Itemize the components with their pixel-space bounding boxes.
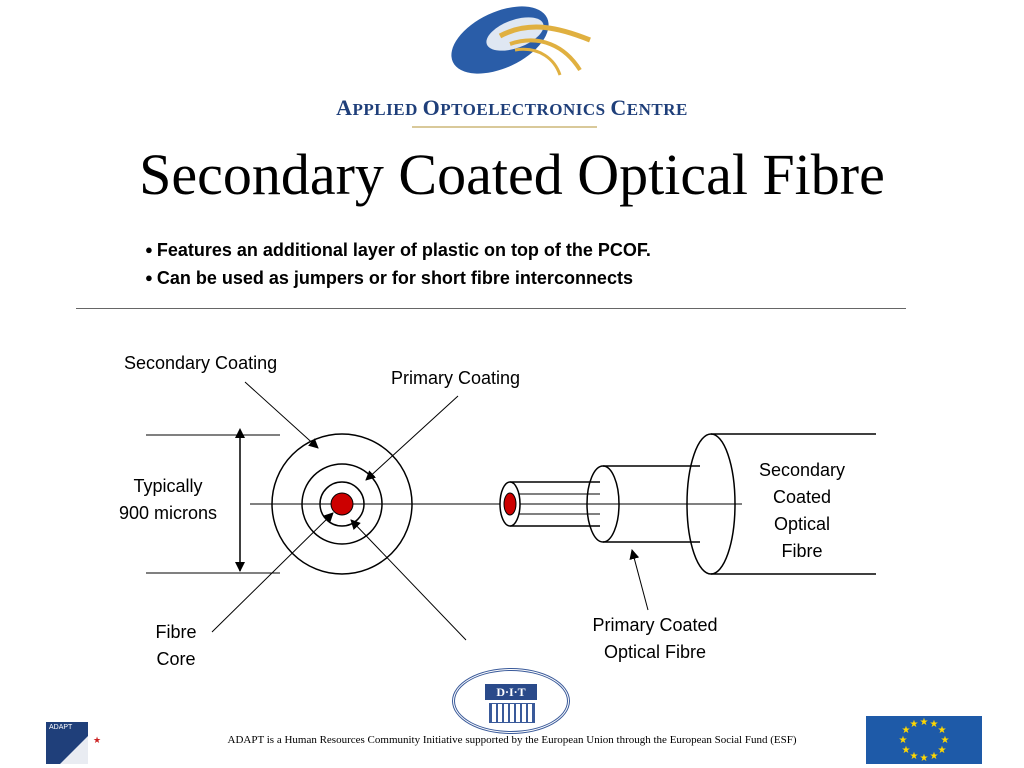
separator-line [76, 308, 906, 309]
org-name-part: PPLIED [352, 100, 423, 119]
label-line: Coated [772, 487, 832, 507]
footer-text: ADAPT is a Human Resources Community Ini… [227, 734, 797, 746]
label-line: Primary Coated [592, 615, 718, 635]
secondary-coating-ring [271, 433, 413, 575]
label-typically: Typically 900 microns [108, 473, 228, 527]
bullet-item: ●Features an additional layer of plastic… [145, 240, 651, 261]
label-secondary-coating: Secondary Coating [124, 353, 278, 373]
primary-coating-ring [301, 463, 383, 545]
label-line: Fibre [155, 622, 197, 642]
leader-cladding [350, 519, 467, 641]
label-secondary-coated-optical-fibre: Secondary Coated Optical Fibre [746, 457, 858, 565]
adapt-logo-icon: ADAPT [46, 722, 88, 764]
label-line: Optical Fibre [603, 642, 707, 662]
leader-secondary-coating [244, 381, 319, 449]
leader-primary-coating [365, 395, 459, 481]
svg-text:★: ★ [920, 717, 929, 728]
label-primary-coating: Primary Coating [391, 368, 521, 388]
bullet-item: ●Can be used as jumpers or for short fib… [145, 268, 633, 289]
org-name: APPLIED OPTOELECTRONICS CENTRE [0, 95, 1024, 121]
page-title: Secondary Coated Optical Fibre [139, 142, 885, 207]
aoc-logo-icon [451, 6, 591, 76]
fibre-core [330, 492, 354, 516]
svg-text:★: ★ [938, 745, 947, 756]
svg-text:★: ★ [902, 745, 911, 756]
secondary-coating-end [686, 433, 736, 575]
svg-text:★: ★ [930, 719, 939, 730]
cladding-ring [319, 481, 365, 527]
org-name-underline [412, 126, 597, 128]
org-name-part: A [336, 95, 353, 120]
org-name-part: ENTRE [626, 100, 688, 119]
svg-text:★: ★ [902, 725, 911, 736]
label-line: Core [156, 649, 196, 669]
svg-text:★: ★ [920, 753, 929, 764]
adapt-logo-text: ADAPT [49, 724, 73, 731]
dit-logo-icon: D·I·T [452, 668, 570, 734]
label-primary-coated-optical-fibre: Primary Coated Optical Fibre [570, 612, 740, 666]
bullet-dot-icon: ● [145, 270, 153, 285]
label-line: Typically [133, 476, 203, 496]
svg-text:★: ★ [910, 719, 919, 730]
eu-flag-icon: ★ ★ ★ ★ ★ ★ ★ ★ ★ ★ ★ ★ [866, 716, 982, 764]
org-name-part: C [610, 95, 627, 120]
label-line: Optical [773, 514, 831, 534]
svg-text:★: ★ [930, 751, 939, 762]
svg-text:★: ★ [941, 735, 950, 746]
leader-fibre-core [211, 512, 334, 633]
bullet-text: Can be used as jumpers or for short fibr… [156, 268, 633, 288]
primary-coating-end [586, 465, 620, 543]
fibre-core-end [503, 492, 517, 516]
svg-text:★: ★ [938, 725, 947, 736]
bullet-dot-icon: ● [145, 242, 153, 257]
label-fibre-core: Fibre Core [136, 619, 216, 673]
star-icon: ★ [93, 735, 102, 745]
label-line: Fibre [781, 541, 823, 561]
label-line: Secondary [758, 460, 846, 480]
svg-text:★: ★ [899, 735, 908, 746]
cross-section [146, 381, 467, 641]
org-name-part: O [422, 95, 441, 120]
side-view [420, 433, 876, 611]
leader-pcof [629, 549, 649, 611]
svg-text:★: ★ [910, 751, 919, 762]
org-name-part: PTOELECTRONICS [440, 100, 611, 119]
label-line: 900 microns [118, 503, 218, 523]
bullet-text: Features an additional layer of plastic … [156, 240, 651, 260]
dit-logo-text: D·I·T [485, 684, 537, 700]
